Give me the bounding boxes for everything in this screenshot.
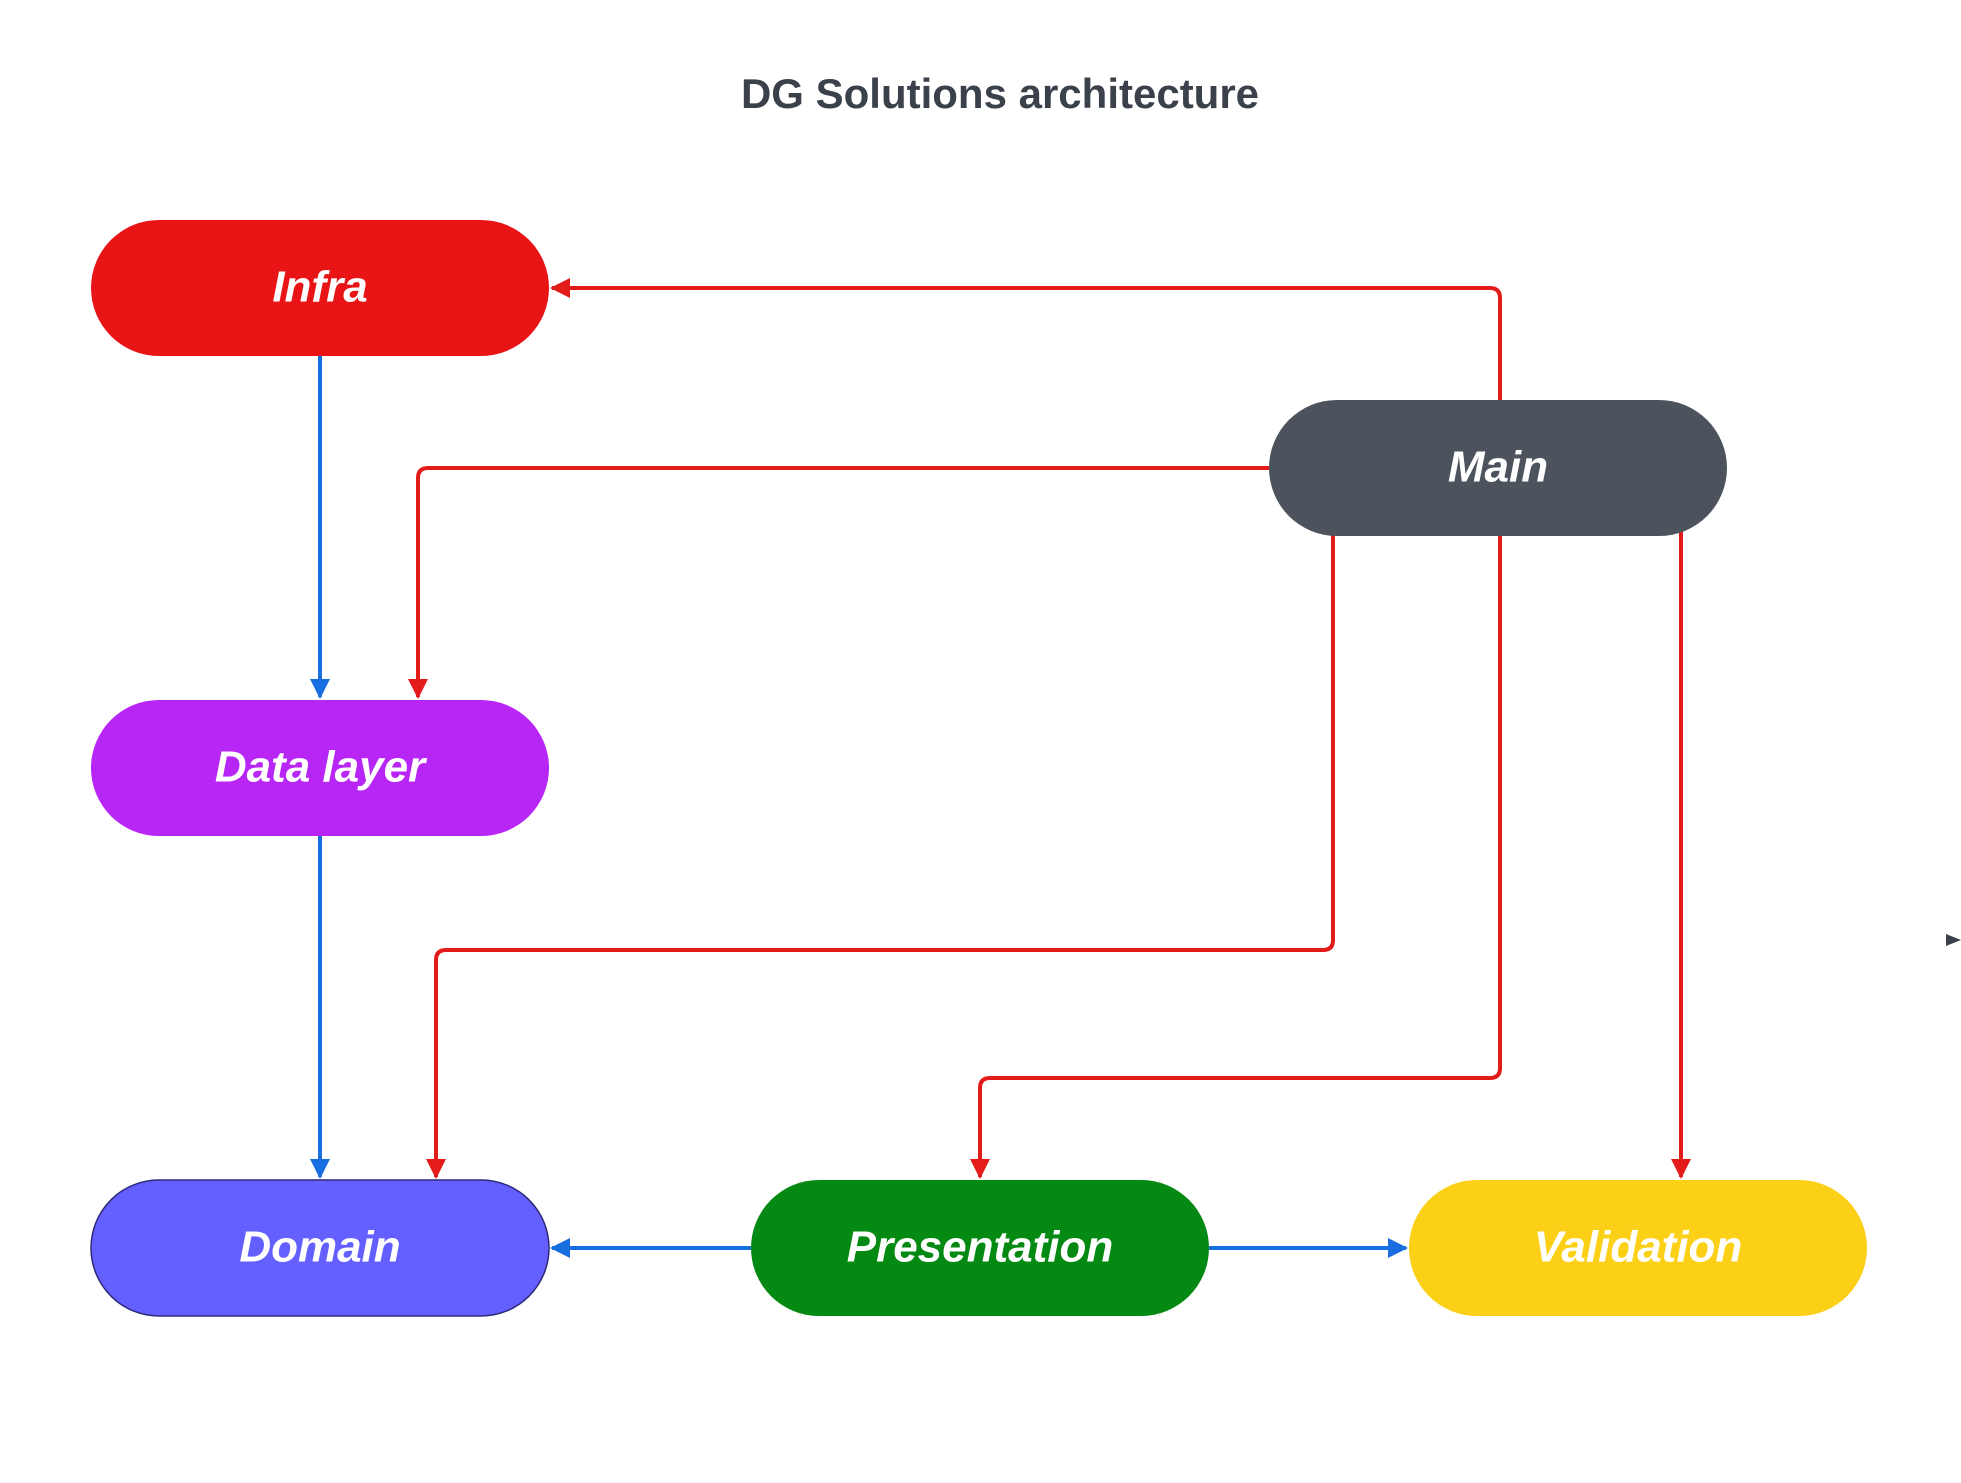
node-presentation-label: Presentation — [847, 1223, 1114, 1272]
node-data-layer-label: Data layer — [215, 743, 428, 792]
node-infra-label: Infra — [272, 263, 367, 312]
node-domain-label: Domain — [239, 1223, 400, 1272]
node-validation-shape — [1409, 1180, 1867, 1316]
node-infra-shape — [91, 220, 549, 356]
diagram-title: DG Solutions architecture — [741, 70, 1259, 117]
edges-layer — [310, 278, 1691, 1258]
node-main-label: Main — [1448, 443, 1548, 492]
node-data-layer-shape — [91, 700, 549, 836]
node-presentation-shape — [751, 1180, 1209, 1316]
edge-main-to-domain — [426, 533, 1335, 1179]
edge-main-to-data-layer — [408, 466, 1269, 699]
node-domain-shape — [90, 1179, 550, 1317]
node-infra[interactable]: Infra — [91, 220, 549, 356]
node-main[interactable]: Main — [1269, 400, 1727, 536]
node-main-shape — [1269, 400, 1727, 536]
edge-main-to-infra — [550, 278, 1502, 400]
node-validation[interactable]: Validation — [1409, 1180, 1867, 1316]
node-validation-label: Validation — [1534, 1223, 1743, 1272]
node-data-layer[interactable]: Data layer — [91, 700, 549, 836]
offscreen-arrow-icon — [1946, 934, 1961, 946]
node-presentation[interactable]: Presentation — [751, 1180, 1209, 1316]
edge-main-to-presentation — [970, 536, 1502, 1179]
node-domain[interactable]: Domain — [90, 1179, 550, 1317]
